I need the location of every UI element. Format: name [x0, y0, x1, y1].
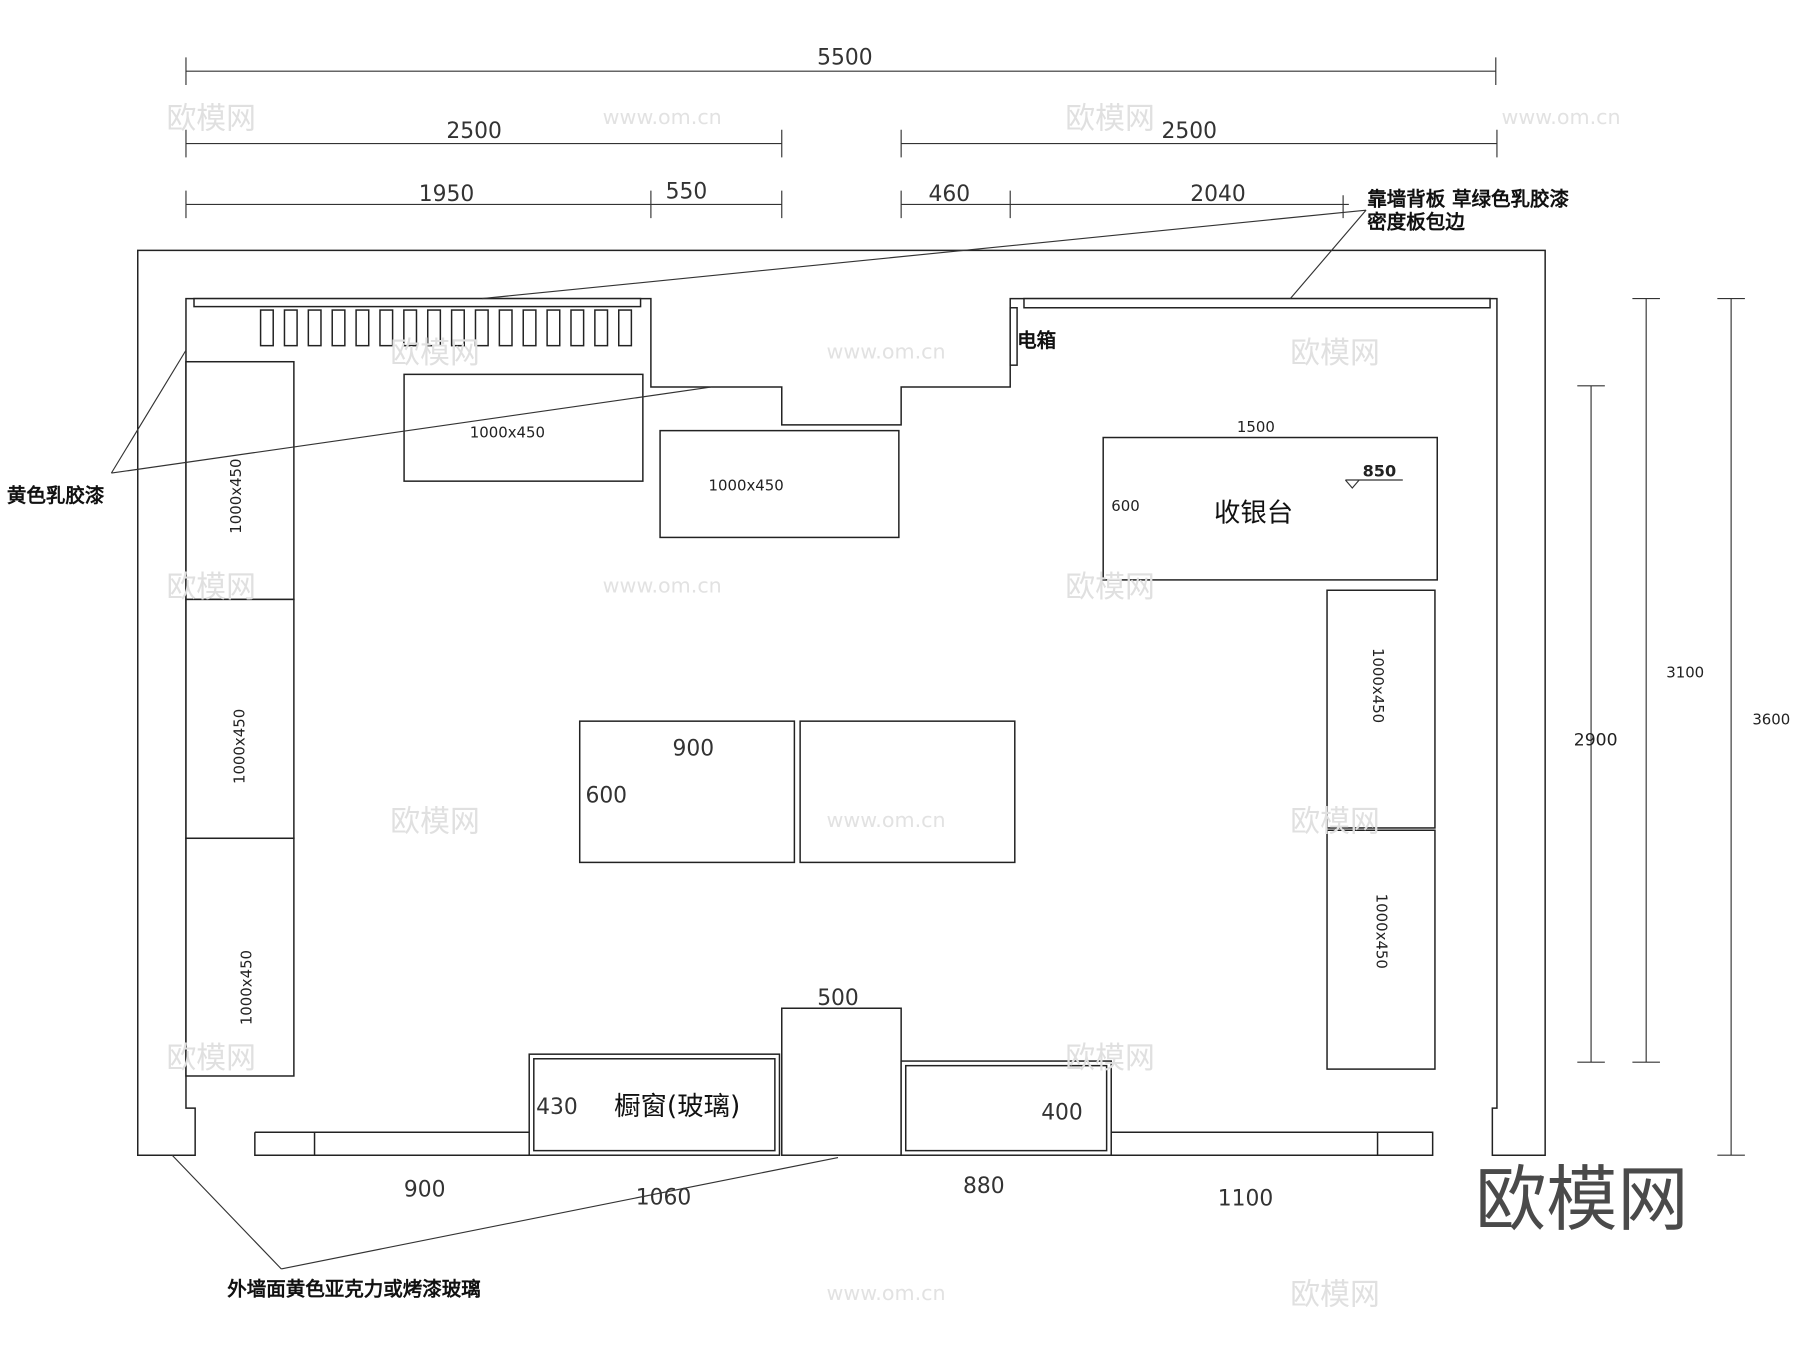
dim-pillar: 500: [817, 986, 859, 1011]
display-slots: [259, 309, 633, 347]
electric-box: [1009, 307, 1018, 366]
watermark-logo: 欧模网: [390, 336, 480, 371]
watermark-logo: 欧模网: [1065, 102, 1155, 137]
right-dimensions: 2900 3100 3600: [1574, 297, 1790, 1156]
display-slot: [379, 309, 394, 347]
cashier-depth: 600: [1111, 497, 1139, 515]
cashier-counter: [1102, 436, 1438, 581]
display-slot: [283, 309, 298, 347]
backboard-right: [1023, 297, 1491, 309]
right-cabinet: [1326, 589, 1436, 829]
center-table-width: 900: [673, 737, 715, 762]
watermark-logo: 欧模网: [166, 1041, 256, 1076]
exterior-wall-note: 外墙面黄色亚克力或烤漆玻璃: [227, 1277, 480, 1300]
dim-front-4: 1100: [1218, 1187, 1273, 1212]
watermark-url: www.om.cn: [1502, 105, 1621, 129]
storefront: [254, 1007, 1434, 1156]
top-table: [403, 373, 644, 482]
watermark-logo: 欧模网: [1065, 1041, 1155, 1076]
display-slot: [307, 309, 322, 347]
dim-left-half: 2500: [446, 119, 501, 144]
watermark-logo: 欧模网: [390, 804, 480, 839]
brand-logo: 欧模网: [1475, 1158, 1688, 1241]
right-cabinet-label: 1000x450: [1372, 894, 1390, 969]
display-slot: [570, 309, 585, 347]
display-slot: [594, 309, 609, 347]
left-cabinet-label: 1000x450: [231, 709, 249, 784]
watermark-url: www.om.cn: [603, 105, 722, 129]
display-slot: [498, 309, 513, 347]
dim-left-b: 550: [666, 180, 708, 205]
backboard-left: [193, 297, 642, 308]
display-slot: [618, 309, 633, 347]
dim-height-inner: 2900: [1574, 730, 1618, 750]
window-depth-right: 400: [1041, 1101, 1083, 1126]
watermark-logo: 欧模网: [1290, 804, 1380, 839]
watermark-logo: 欧模网: [1290, 336, 1380, 371]
watermarks: 欧模网 www.om.cn 欧模网 www.om.cn 欧模网 www.om.c…: [166, 102, 1620, 1313]
display-slot: [522, 309, 537, 347]
cashier-height: 850: [1363, 462, 1397, 481]
leader-lines: [110, 209, 1367, 1270]
display-slot: [355, 309, 370, 347]
cashier-width: 1500: [1237, 418, 1275, 436]
level-marker-icon: [1344, 479, 1403, 489]
left-cabinet: [185, 837, 295, 1077]
watermark-logo: 欧模网: [166, 570, 256, 605]
cashier-label: 收银台: [1214, 497, 1293, 528]
backboard-note-2: 密度板包边: [1367, 211, 1465, 234]
window-depth-left: 430: [536, 1095, 578, 1120]
dim-height-mid: 3100: [1666, 664, 1704, 682]
pillar: [781, 1007, 902, 1156]
watermark-url: www.om.cn: [603, 574, 722, 598]
left-cabinet-label: 1000x450: [237, 950, 255, 1025]
top-table-label: 1000x450: [470, 424, 545, 442]
dim-height-total: 3600: [1752, 711, 1790, 729]
left-cabinet: [185, 360, 295, 601]
top-table: [659, 429, 900, 539]
right-cabinet: [1326, 829, 1436, 1070]
center-table: [578, 720, 796, 864]
dim-front-2: 1060: [636, 1186, 691, 1211]
dim-left-a: 1950: [419, 182, 474, 207]
display-slot: [403, 309, 418, 347]
left-cabinet-label: 1000x450: [227, 458, 245, 533]
electric-box-label: 电箱: [1017, 329, 1056, 352]
dim-right-half: 2500: [1162, 119, 1217, 144]
window-label: 橱窗(玻璃): [614, 1091, 740, 1122]
display-slot: [474, 309, 489, 347]
top-dimensions: 5500 2500 2500 1950 550 460 2040: [185, 45, 1498, 219]
watermark-url: www.om.cn: [827, 1281, 946, 1305]
display-slot: [450, 309, 465, 347]
watermark-url: www.om.cn: [827, 339, 946, 363]
dim-right-b: 2040: [1190, 182, 1245, 207]
display-slot: [331, 309, 346, 347]
dim-right-a: 460: [929, 182, 971, 207]
watermark-logo: 欧模网: [166, 102, 256, 137]
dim-front-3: 880: [963, 1174, 1005, 1199]
yellow-paint-note: 黄色乳胶漆: [7, 484, 105, 507]
dim-overall-width: 5500: [817, 45, 872, 70]
display-slot: [426, 309, 442, 347]
backboard-note: 靠墙背板 草绿色乳胶漆: [1367, 188, 1569, 211]
dim-front-1: 900: [404, 1178, 446, 1203]
top-table-label: 1000x450: [709, 476, 784, 494]
center-table-depth: 600: [585, 784, 627, 809]
center-table: [799, 720, 1016, 864]
left-cabinet: [185, 598, 295, 840]
display-slot: [259, 309, 274, 347]
watermark-logo: 欧模网: [1065, 570, 1155, 605]
watermark-url: www.om.cn: [827, 808, 946, 832]
display-slot: [546, 309, 561, 347]
right-cabinet-label: 1000x450: [1369, 648, 1387, 723]
watermark-logo: 欧模网: [1290, 1278, 1380, 1313]
